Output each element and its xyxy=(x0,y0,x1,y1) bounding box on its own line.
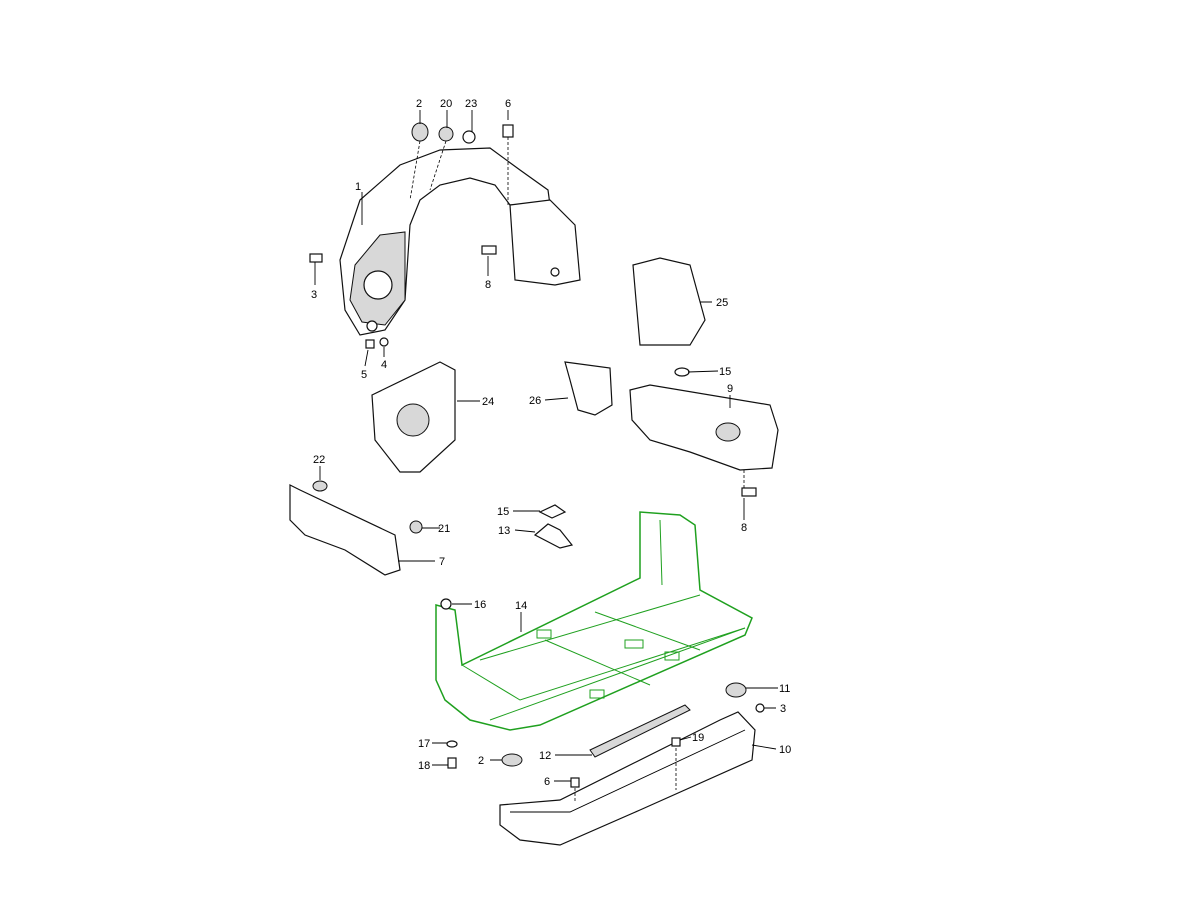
part-25-shield[interactable] xyxy=(632,257,706,346)
part-13-bracket[interactable] xyxy=(533,523,574,549)
label-13[interactable]: 13 xyxy=(498,525,510,537)
part-6-bracket-panel[interactable] xyxy=(509,199,581,286)
label-3[interactable]: 3 xyxy=(311,289,317,301)
label-17[interactable]: 17 xyxy=(418,738,430,750)
label-6[interactable]: 6 xyxy=(505,98,511,110)
label-2[interactable]: 2 xyxy=(416,98,422,110)
part-9-crossmember-shield[interactable] xyxy=(629,367,779,497)
part-number-labels: 2 20 23 6 1 3 8 25 5 4 24 26 15 9 22 21 … xyxy=(311,98,791,788)
leader-lines xyxy=(314,110,778,803)
label-20[interactable]: 20 xyxy=(440,98,452,110)
label-3b[interactable]: 3 xyxy=(780,703,786,715)
label-1[interactable]: 1 xyxy=(355,181,361,193)
label-21[interactable]: 21 xyxy=(438,523,450,535)
label-8b[interactable]: 8 xyxy=(741,522,747,534)
hardware-top xyxy=(309,122,514,349)
label-5[interactable]: 5 xyxy=(361,369,367,381)
part-14-underbody-tray[interactable] xyxy=(435,511,753,731)
label-9[interactable]: 9 xyxy=(727,383,733,395)
label-7[interactable]: 7 xyxy=(439,556,445,568)
label-11[interactable]: 11 xyxy=(779,683,790,695)
label-2b[interactable]: 2 xyxy=(478,755,484,767)
label-23[interactable]: 23 xyxy=(465,98,477,110)
part-1-wheel-housing-liner[interactable] xyxy=(339,147,551,336)
label-16[interactable]: 16 xyxy=(474,599,486,611)
part-10-lower-tray[interactable] xyxy=(440,598,765,846)
label-26[interactable]: 26 xyxy=(529,395,541,407)
label-15b[interactable]: 15 xyxy=(497,506,509,518)
part-26-cover[interactable] xyxy=(564,361,613,416)
label-4[interactable]: 4 xyxy=(381,359,387,371)
label-6b[interactable]: 6 xyxy=(544,776,550,788)
label-14[interactable]: 14 xyxy=(515,600,527,612)
part-7-side-panel[interactable] xyxy=(289,480,423,576)
label-10[interactable]: 10 xyxy=(779,744,791,756)
label-25[interactable]: 25 xyxy=(716,297,728,309)
label-12[interactable]: 12 xyxy=(539,750,551,762)
label-8[interactable]: 8 xyxy=(485,279,491,291)
label-19[interactable]: 19 xyxy=(692,732,704,744)
part-15-clip[interactable] xyxy=(538,504,567,519)
label-18[interactable]: 18 xyxy=(418,760,430,772)
label-15[interactable]: 15 xyxy=(719,366,731,378)
part-12-seal-strip[interactable] xyxy=(589,704,691,758)
part-24-wheel-housing-panel[interactable] xyxy=(371,361,456,473)
label-24[interactable]: 24 xyxy=(482,396,494,408)
label-22[interactable]: 22 xyxy=(313,454,325,466)
